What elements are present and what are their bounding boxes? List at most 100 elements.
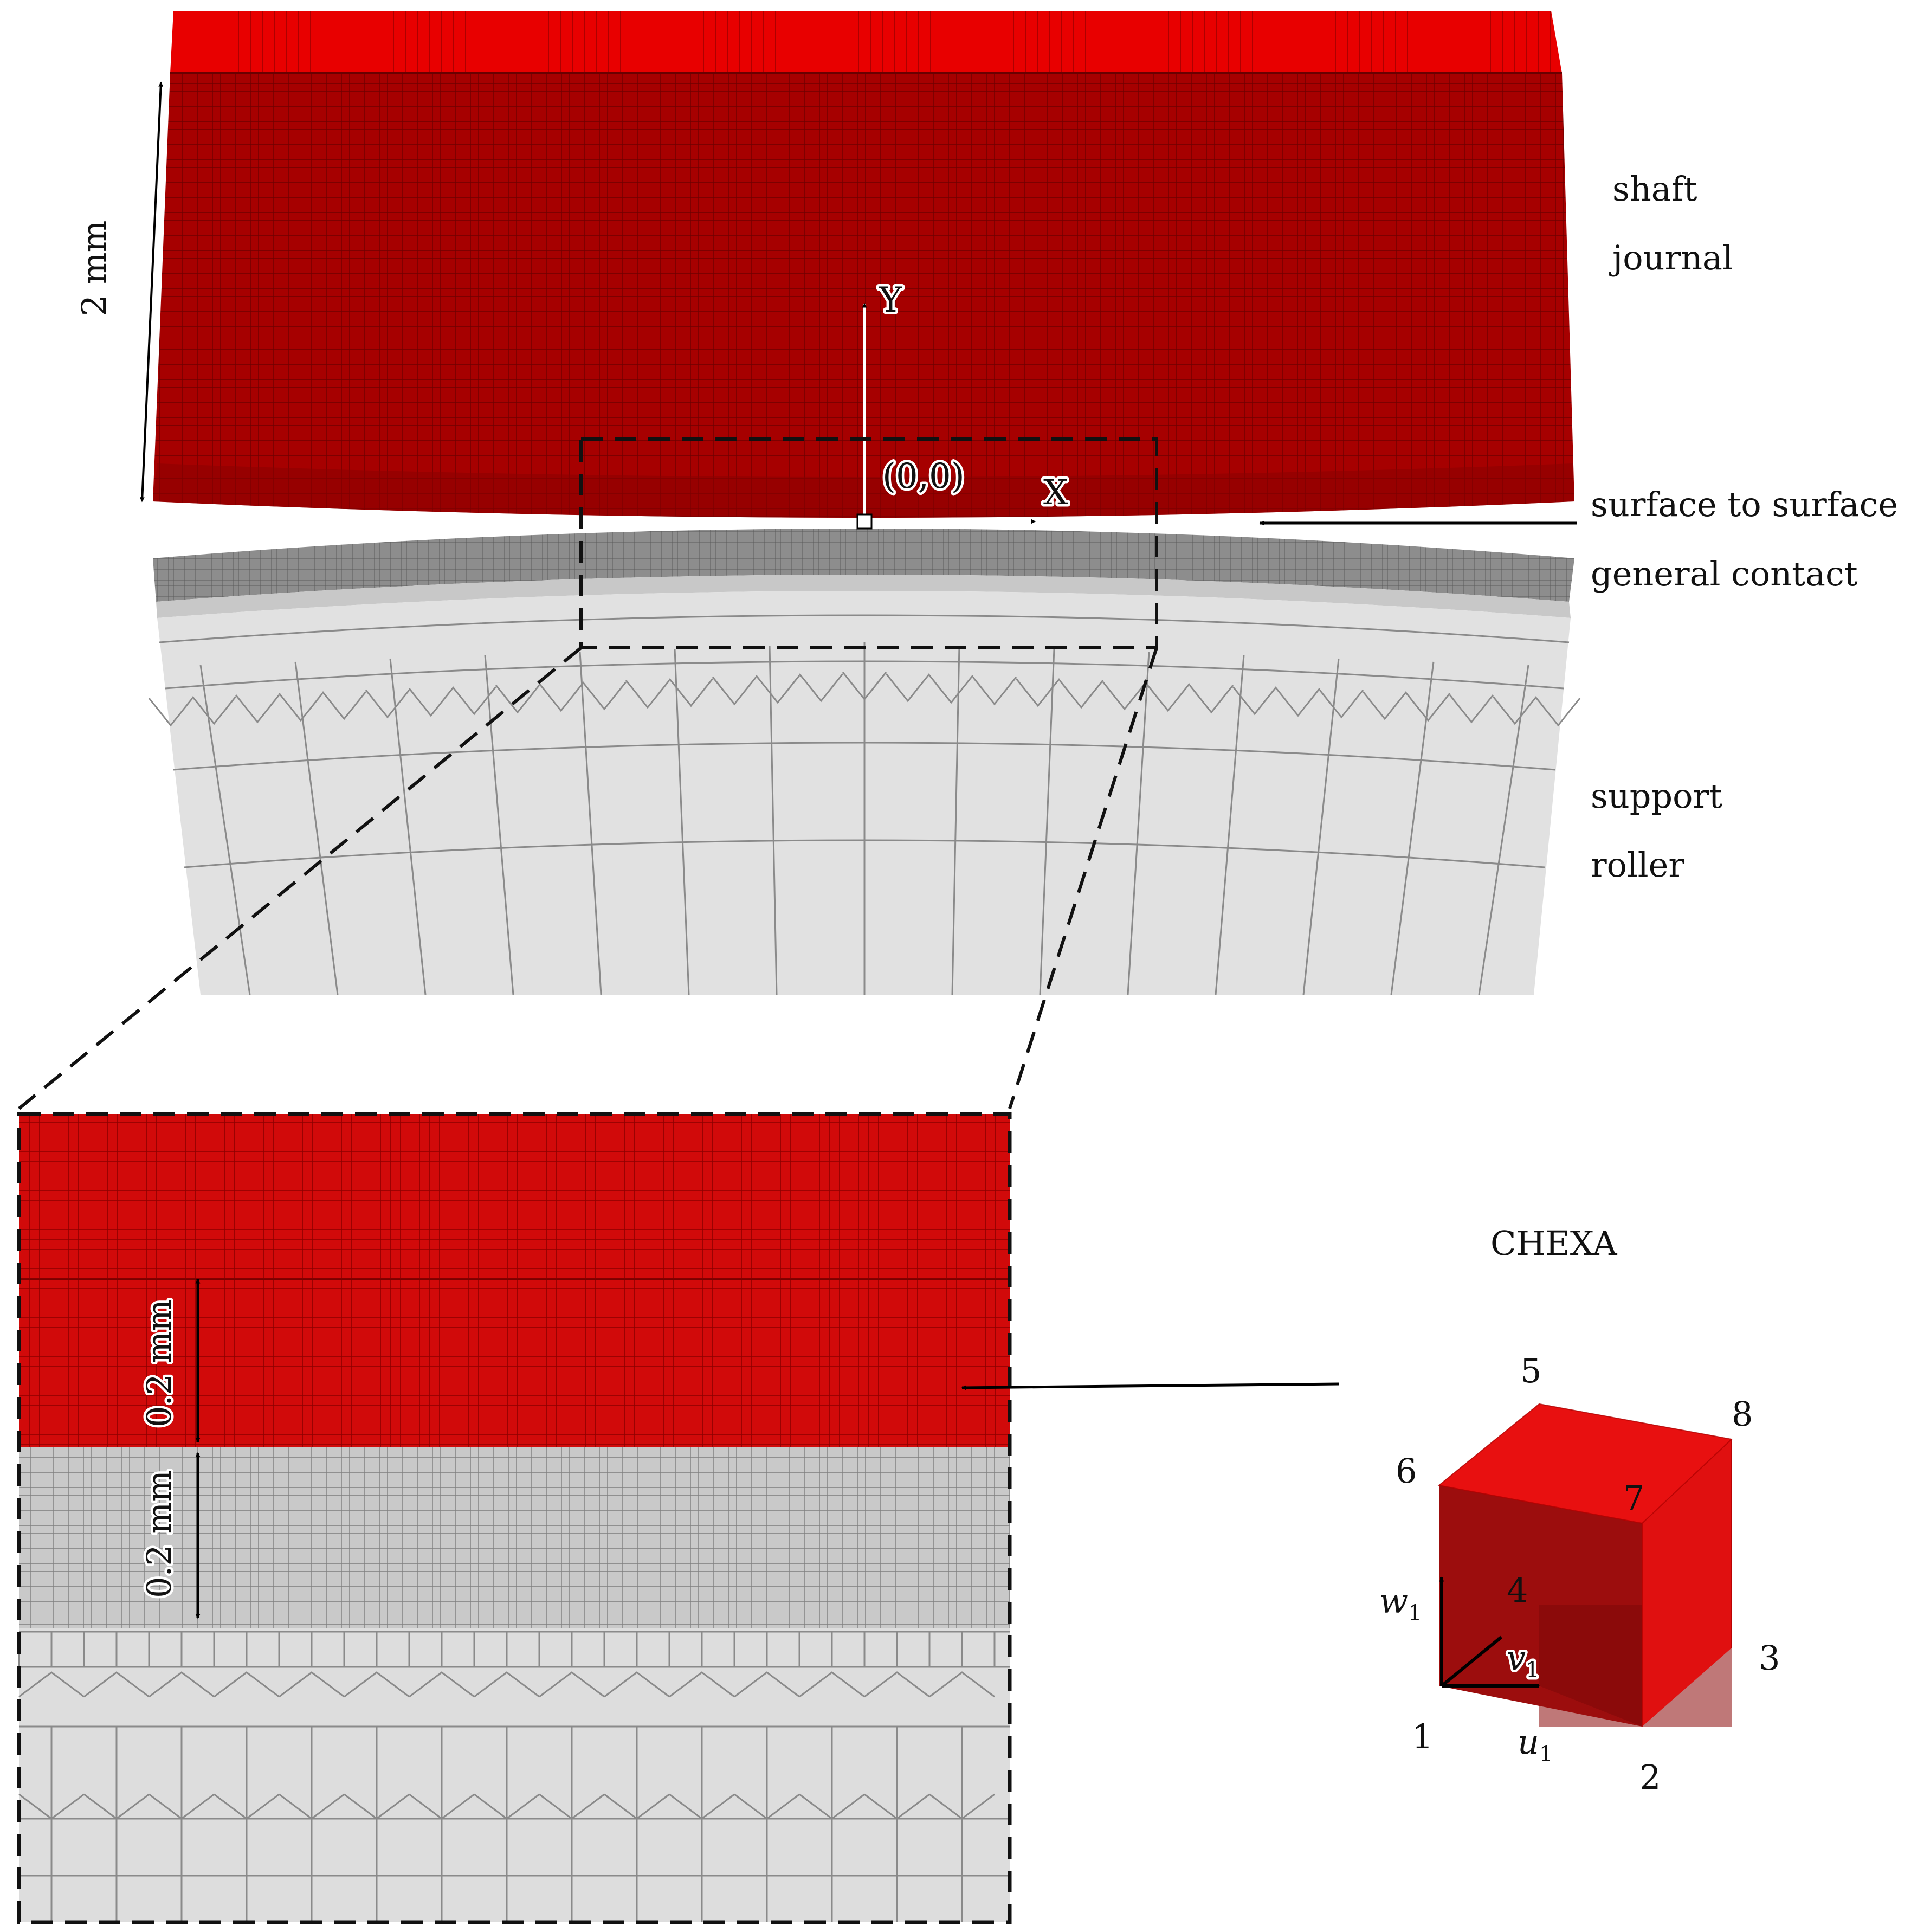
node-numbers: 1 2 3 4 5 6 7 8 (1396, 1351, 1780, 1797)
node-2: 2 (1639, 1757, 1661, 1797)
total-height-dimension: 2 mm (74, 81, 164, 503)
label-roller: roller (1591, 845, 1684, 885)
dimension-label-upper: 0.2 mm (139, 1299, 179, 1427)
mesh-edge (1232, 686, 1277, 716)
mesh-edge (474, 1671, 540, 1922)
mesh-edge (279, 1671, 345, 1922)
mesh-edge (928, 675, 974, 704)
zoom-leader-left (18, 646, 582, 1110)
mesh-edge (769, 645, 778, 995)
mesh-edge (1015, 678, 1061, 707)
dof-label-w: w1 (1379, 1581, 1422, 1626)
mesh-edge (365, 690, 410, 719)
mesh-edge (1302, 658, 1340, 995)
mesh-edge (579, 652, 602, 995)
label-surface-to-surface: surface to surface (1591, 485, 1898, 524)
mesh-edge (864, 1671, 930, 1922)
shaft-journal-mesh (153, 11, 1574, 518)
mesh-edge (799, 1671, 865, 1922)
label-journal: journal (1609, 238, 1733, 278)
dof-labels: w1 v1 u1 (1379, 1581, 1553, 1767)
dimension-label-2mm: 2 mm (74, 221, 114, 317)
mesh-edge (1275, 688, 1321, 717)
mesh-edge (842, 672, 887, 701)
element-pointer-arrow (961, 1382, 1339, 1390)
mesh-edge (214, 1671, 280, 1922)
mesh-edge (539, 1671, 605, 1922)
mesh-edge (278, 693, 324, 722)
mesh-edge (1145, 683, 1191, 712)
dof-arrows (1439, 1576, 1540, 1689)
mesh-edge (674, 648, 690, 995)
dof-arrow-v (1441, 1635, 1502, 1688)
mesh-edge (1319, 690, 1364, 719)
mesh-edge (929, 1671, 995, 1922)
zoom-detail-panel: 0.2 mm 0.2 mm (17, 1112, 1339, 1924)
mesh-edge (149, 1671, 215, 1922)
mesh-edge (1492, 696, 1538, 725)
label-support: support (1591, 776, 1722, 816)
mesh-edge (625, 680, 670, 709)
mesh-edge (389, 658, 427, 995)
node-7: 7 (1623, 1478, 1644, 1518)
dof-label-v: v1 (1507, 1638, 1539, 1683)
mesh-edge (1405, 693, 1451, 722)
mesh-edge (1189, 685, 1234, 714)
mesh-edge (798, 673, 844, 703)
mesh-edge (1535, 698, 1581, 727)
mesh-edge (582, 681, 627, 711)
element-type-label: CHEXA (1490, 1223, 1618, 1263)
node-3: 3 (1759, 1638, 1780, 1678)
mesh-edge (1362, 691, 1408, 720)
mesh-edge (18, 1671, 85, 1922)
coordinate-axes: Y X (0,0) (856, 278, 1071, 530)
node-8: 8 (1732, 1394, 1753, 1434)
zoom-selection (18, 437, 1158, 1110)
origin-marker (856, 513, 873, 530)
mesh-edge (885, 673, 931, 703)
mesh-edge (83, 1671, 150, 1922)
origin-label: (0,0) (882, 456, 965, 497)
mesh-edge (1478, 665, 1529, 995)
mesh-edge (951, 645, 960, 995)
node-4: 4 (1507, 1570, 1528, 1610)
mesh-edge (734, 1671, 800, 1922)
mesh-edge (1449, 694, 1494, 724)
zoom-leader-right (1008, 647, 1158, 1109)
support-roller-mesh (148, 529, 1581, 995)
mesh-edge (604, 1671, 670, 1922)
mesh-edge (495, 685, 540, 714)
mesh-edge (451, 686, 497, 716)
mesh-edge (1039, 648, 1055, 995)
mesh-edge (235, 694, 280, 724)
zoom-detail-border (17, 1112, 1012, 1924)
mesh-edge (344, 1671, 410, 1922)
mesh-edge (409, 1671, 475, 1922)
dof-label-u: u1 (1518, 1722, 1553, 1767)
body-labels: shaft journal surface to surface general… (1591, 169, 1898, 885)
mesh-edge (1127, 652, 1150, 995)
mesh-edge (484, 655, 514, 995)
mesh-edge (669, 1671, 735, 1922)
mesh-edge (1102, 681, 1147, 711)
label-general-contact: general contact (1591, 554, 1858, 594)
chexa-element-diagram: CHEXA w1 v1 u1 1 2 (1379, 1223, 1780, 1797)
mesh-edge (755, 675, 800, 704)
axis-label-x: X (1043, 473, 1068, 513)
label-shaft: shaft (1612, 169, 1697, 209)
zoom-region-box (579, 437, 1158, 649)
hexahedron (1437, 1403, 1733, 1727)
mesh-edge (408, 688, 454, 717)
mesh-edge (321, 691, 367, 720)
mesh-edge (972, 677, 1017, 706)
axis-label-y: Y (879, 280, 902, 320)
mesh-edge (191, 696, 237, 725)
mesh-edge (148, 698, 193, 727)
mesh-edge (199, 665, 251, 995)
mesh-edge (668, 678, 714, 707)
dimension-label-lower: 0.2 mm (139, 1470, 179, 1598)
node-1: 1 (1412, 1717, 1433, 1756)
mesh-edge (1058, 680, 1104, 709)
mesh-edge (712, 677, 757, 706)
